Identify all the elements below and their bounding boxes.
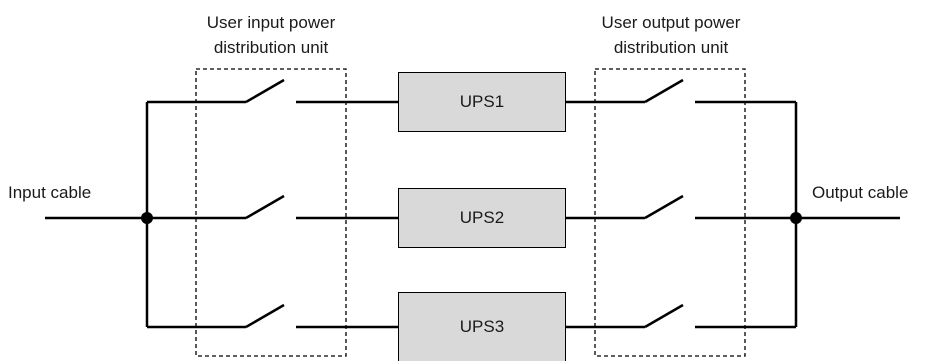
ups-box-3: UPS3 <box>398 292 566 361</box>
input-pdu-label-line2: distribution unit <box>213 38 329 57</box>
ups-box-2: UPS2 <box>398 188 566 248</box>
input-cable-label: Input cable <box>8 183 92 202</box>
ups-label-3: UPS3 <box>459 317 505 336</box>
ups-box-1: UPS1 <box>398 72 566 132</box>
output-switch-3 <box>644 303 684 329</box>
branch-2 <box>147 194 796 220</box>
branch-3 <box>147 303 796 329</box>
branch-1 <box>147 78 796 104</box>
output-switch-1 <box>644 78 684 104</box>
output-switch-2 <box>644 194 684 220</box>
input-pdu-box <box>195 68 347 357</box>
input-switch-3 <box>245 303 285 329</box>
ups-label-1: UPS1 <box>459 92 505 111</box>
input-switch-2 <box>245 194 285 220</box>
output-pdu-box <box>594 68 746 357</box>
output-cable-label: Output cable <box>812 183 909 202</box>
output-pdu-label-line2: distribution unit <box>613 38 729 57</box>
input-switch-1 <box>245 78 285 104</box>
output-pdu-label-line1: User output power <box>601 13 741 32</box>
input-pdu-label-line1: User input power <box>206 13 336 32</box>
ups-label-2: UPS2 <box>459 208 505 227</box>
